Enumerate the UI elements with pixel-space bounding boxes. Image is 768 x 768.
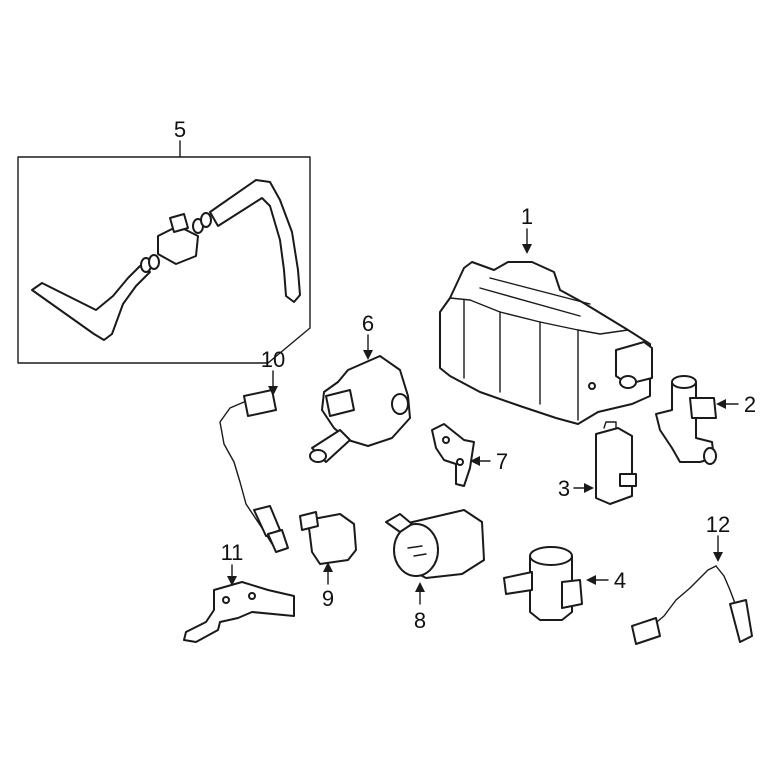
callout-8: 8 [414,608,426,633]
part-7-bracket [431,423,475,487]
callout-5: 5 [174,117,186,142]
callout-9: 9 [322,586,334,611]
part-9-sensor [299,511,357,565]
part-8-face [393,523,439,577]
arrow-9 [323,562,333,572]
arrow-8 [415,582,425,592]
part-10-tip [267,529,289,553]
part-10-sensor [219,389,289,553]
arrow-6 [363,350,373,360]
part-6-side-port [391,393,409,415]
callout-4: 4 [614,568,626,593]
part-4-top [529,546,573,566]
part-2-top [671,375,697,389]
part-4-valve [503,546,583,621]
part-3-valve [595,421,637,505]
part-7-hole [442,436,450,444]
part-7-plate [431,423,475,487]
part-7-hole-2 [456,458,464,466]
part-12-sensor [631,565,753,645]
part-8-tab [385,513,413,533]
callout-6: 6 [362,311,374,336]
arrow-11 [227,576,237,586]
part-3-body [595,427,633,505]
part-5-clamp-right-2 [200,212,212,228]
part-1-canister [439,261,653,425]
part-3-tab [603,421,617,429]
callout-12: 12 [706,512,730,537]
part-8-face-detail [407,545,427,557]
arrow-12 [713,552,723,562]
part-2-nozzle [703,447,717,465]
part-1-port [619,375,637,389]
part-5-valve-cap [169,213,189,233]
callout-2: 2 [744,392,756,417]
part-6-connector [325,389,355,417]
callout-1: 1 [521,204,533,229]
part-3-nozzle [619,473,637,487]
part-1-canister-body [439,261,651,425]
leaders [179,140,739,605]
part-1-port-housing [615,341,653,385]
arrow-2 [716,399,726,409]
arrow-4 [586,575,596,585]
part-5-right-hose [209,179,301,303]
part-1-groove-2 [489,277,591,305]
part-4-connector [561,579,583,609]
part-5-box [17,156,311,364]
part-11-hole-2 [248,592,256,600]
callout-numbers: 5 1 6 10 2 7 3 11 12 4 9 8 [174,117,756,633]
part-11-plate [183,581,295,643]
part-5-hose-assembly [17,156,311,364]
part-6-valve [309,355,411,463]
part-9-body [307,513,357,565]
part-6-body [321,355,411,447]
part-1-bolt [588,382,596,390]
part-6-nozzle-end [309,449,327,463]
callout-3: 3 [558,476,570,501]
arrow-7 [470,456,480,466]
callout-7: 7 [496,449,508,474]
callout-10: 10 [261,347,285,372]
part-12-plug [631,617,661,645]
part-4-inlet [503,571,533,595]
part-9-connector [299,511,319,531]
part-11-hole [222,596,230,604]
part-10-wire [219,401,273,545]
part-8-solenoid [385,509,485,579]
part-2-body [655,381,715,463]
part-1-groove [479,287,581,317]
callout-11: 11 [221,540,244,565]
arrow-1 [522,244,532,254]
part-10-plug [243,389,277,417]
arrow-10 [268,386,278,396]
arrow-3 [584,483,594,493]
part-11-bracket [183,581,295,643]
part-2-valve [655,375,717,465]
part-12-body [729,599,753,643]
part-2-connector [689,397,717,419]
part-12-wire [651,565,717,627]
part-5-left-hose [31,265,151,341]
part-5-clamp-left-2 [148,254,160,270]
